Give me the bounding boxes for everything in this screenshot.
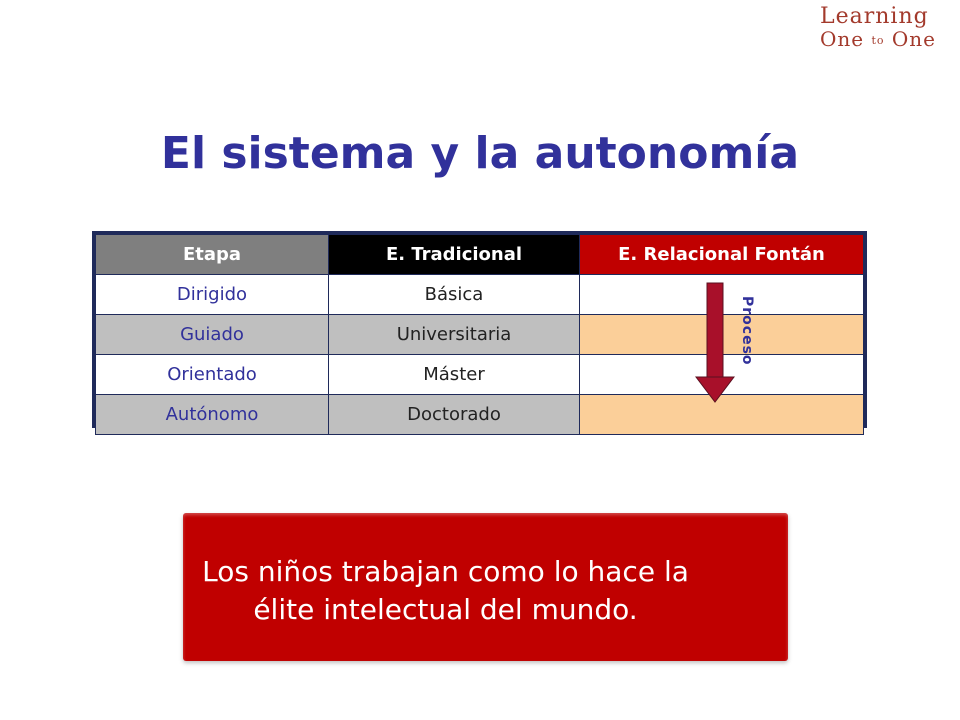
logo-line-2: One to One bbox=[820, 29, 950, 49]
logo-to: to bbox=[871, 34, 885, 47]
table-row: Dirigido Básica bbox=[95, 274, 864, 315]
table-row: Autónomo Doctorado bbox=[95, 394, 864, 435]
cell-tradicional: Universitaria bbox=[328, 314, 580, 355]
logo-one-a: One bbox=[820, 27, 865, 51]
cell-tradicional: Máster bbox=[328, 354, 580, 395]
slide-title: El sistema y la autonomía bbox=[160, 128, 800, 179]
cell-etapa: Guiado bbox=[95, 314, 329, 355]
header-etapa: Etapa bbox=[95, 234, 329, 275]
header-relacional: E. Relacional Fontán bbox=[579, 234, 864, 275]
cell-relacional bbox=[579, 394, 864, 435]
callout-box: Los niños trabajan como lo hace la élite… bbox=[183, 513, 788, 661]
down-arrow-icon bbox=[694, 282, 736, 404]
cell-tradicional: Básica bbox=[328, 274, 580, 315]
table-row: Guiado Universitaria bbox=[95, 314, 864, 355]
callout-line-1: Los niños trabajan como lo hace la bbox=[202, 555, 689, 588]
logo-line-1: Learning bbox=[820, 4, 929, 29]
learning-one-to-one-logo: Learning One to One bbox=[820, 4, 950, 50]
header-tradicional: E. Tradicional bbox=[328, 234, 580, 275]
table-header-row: Etapa E. Tradicional E. Relacional Fontá… bbox=[95, 234, 864, 275]
logo-one-b: One bbox=[891, 27, 937, 51]
cell-etapa: Orientado bbox=[95, 354, 329, 395]
arrow-label: Proceso bbox=[739, 296, 755, 366]
callout-line-2: élite intelectual del mundo. bbox=[253, 593, 638, 626]
cell-tradicional: Doctorado bbox=[328, 394, 580, 435]
cell-etapa: Autónomo bbox=[95, 394, 329, 435]
cell-etapa: Dirigido bbox=[95, 274, 329, 315]
